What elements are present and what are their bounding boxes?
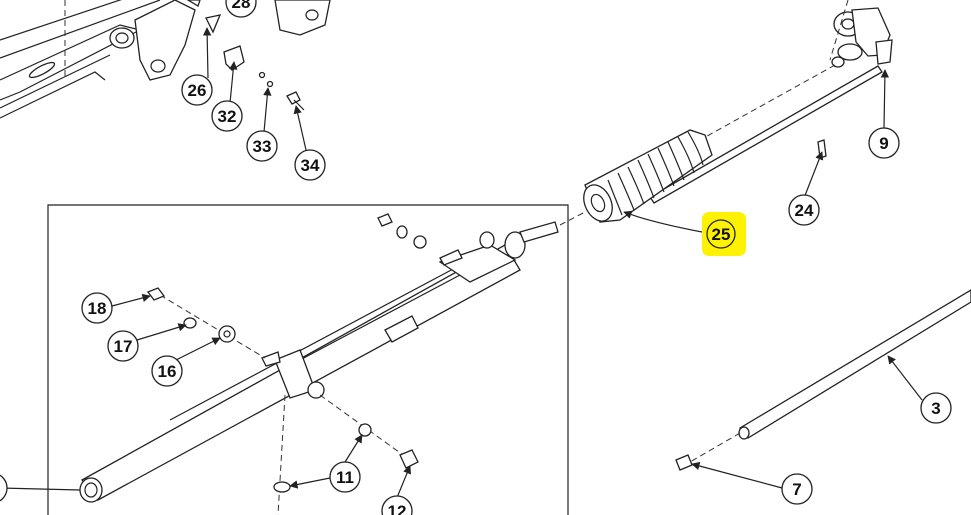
part-18-nut — [146, 287, 166, 301]
part-12-bolt — [399, 449, 419, 469]
svg-text:11: 11 — [336, 468, 354, 487]
hardware-frame — [146, 213, 427, 493]
frame-assembly-top-left — [0, 0, 331, 119]
part-26-bracket — [205, 14, 222, 34]
svg-text:9: 9 — [879, 134, 888, 153]
callout-16[interactable]: 16 — [151, 355, 183, 387]
svg-text:28: 28 — [232, 0, 251, 12]
steering-arm-assembly — [649, 0, 893, 204]
svg-text:12: 12 — [388, 502, 407, 515]
svg-text:26: 26 — [188, 81, 207, 100]
svg-text:25: 25 — [712, 225, 731, 244]
callout-17[interactable]: 17 — [107, 330, 139, 362]
callout-9[interactable]: 9 — [868, 127, 900, 159]
part-3-long-rod — [675, 289, 971, 471]
svg-text:16: 16 — [158, 362, 177, 381]
leader-lines — [0, 27, 923, 501]
part-16-washer — [218, 325, 236, 343]
callout-12[interactable]: 12 — [381, 495, 413, 515]
part-32-clip — [223, 45, 245, 71]
svg-text:33: 33 — [253, 137, 272, 156]
callout-26[interactable]: 26 — [181, 74, 213, 106]
svg-text:18: 18 — [88, 299, 107, 318]
svg-text:7: 7 — [792, 480, 801, 499]
callout-24[interactable]: 24 — [788, 194, 820, 226]
main-tube-assembly — [79, 221, 559, 515]
part-11-washer — [358, 423, 372, 437]
callout-32[interactable]: 32 — [211, 100, 243, 132]
part-7-bolt — [675, 454, 693, 471]
svg-text:34: 34 — [301, 156, 320, 175]
callout-33[interactable]: 33 — [246, 130, 278, 162]
callout-7[interactable]: 7 — [781, 473, 813, 505]
svg-text:32: 32 — [218, 107, 237, 126]
callout-28[interactable]: 28 — [225, 0, 257, 18]
svg-text:17: 17 — [114, 337, 133, 356]
part-17-washer — [183, 317, 197, 329]
callout-18[interactable]: 18 — [81, 292, 113, 324]
callout-11[interactable]: 11 — [329, 461, 361, 493]
hardware-top — [205, 14, 305, 111]
part-25-steering-boot — [559, 129, 713, 226]
callout-25-highlighted[interactable]: 25 — [702, 212, 746, 256]
part-34-bolt — [286, 91, 301, 105]
callout-3[interactable]: 3 — [920, 392, 952, 424]
svg-text:3: 3 — [931, 399, 940, 418]
callout-34[interactable]: 34 — [294, 149, 326, 181]
svg-text:24: 24 — [795, 201, 814, 220]
callout-partial-left — [0, 474, 8, 502]
detail-frame — [47, 204, 569, 515]
